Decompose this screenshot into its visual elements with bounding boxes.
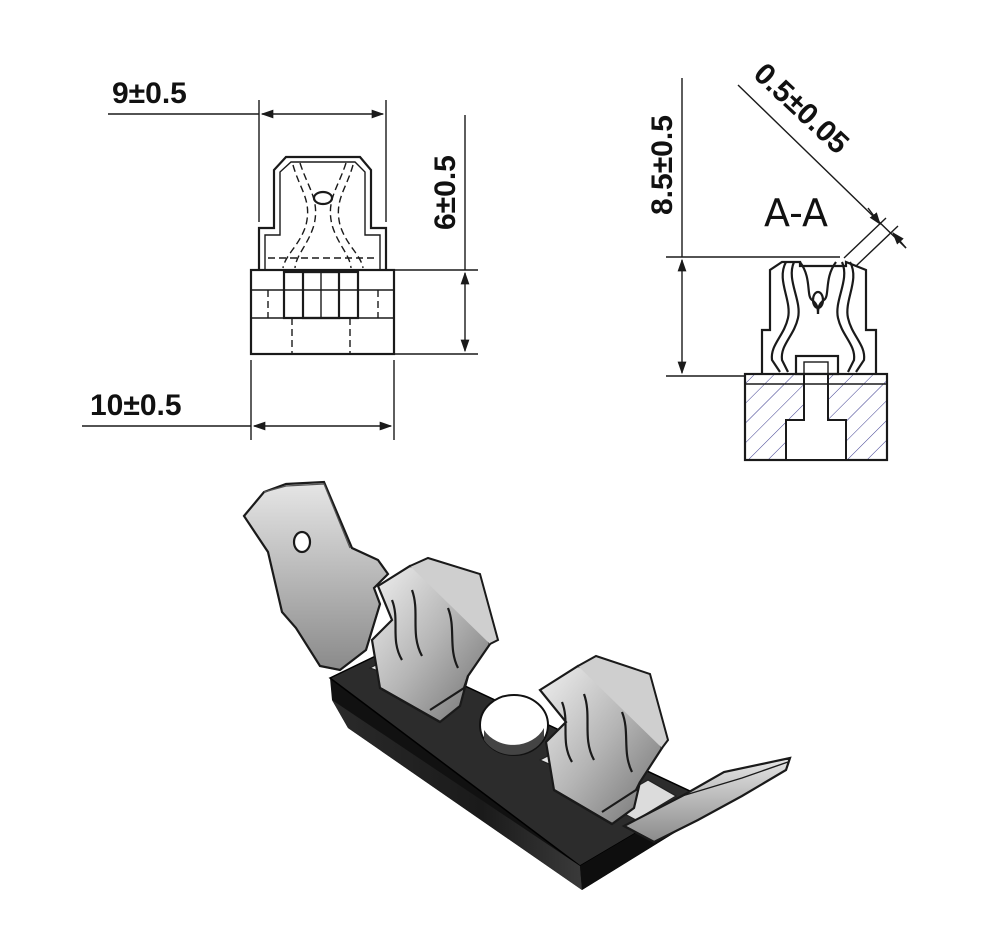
dim-width-bottom: 10±0.5 <box>90 389 182 422</box>
dim-height-section: 8.5±0.5 <box>646 115 679 215</box>
section-view <box>743 260 889 462</box>
left-clip <box>370 556 500 724</box>
dim-width-top: 9±0.5 <box>112 77 187 110</box>
front-view <box>249 155 396 356</box>
front-view-dimensions: 9±0.5 10±0.5 6±0.5 <box>82 77 478 440</box>
section-label: A-A <box>764 191 828 235</box>
isometric-view <box>242 480 792 890</box>
right-clip <box>538 654 670 826</box>
dim-height-front: 6±0.5 <box>429 155 462 230</box>
